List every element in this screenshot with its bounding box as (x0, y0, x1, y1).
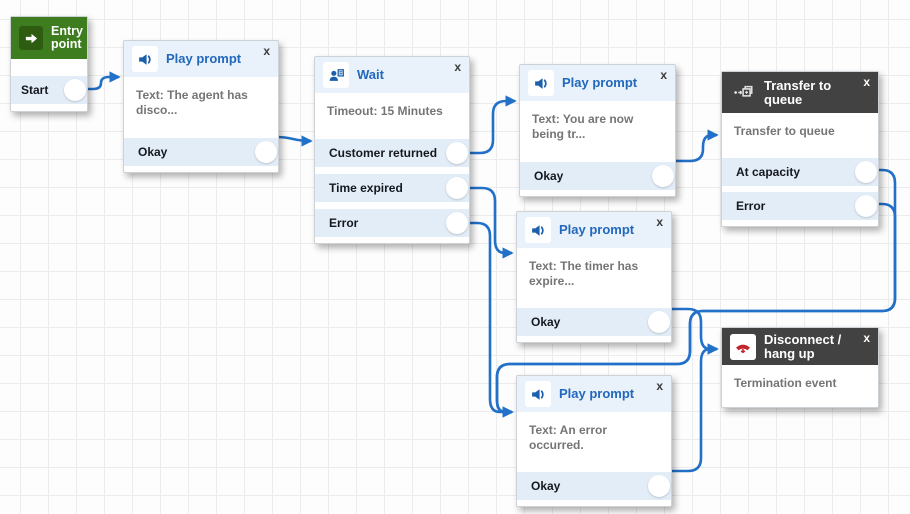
node-wait[interactable]: Wait x Timeout: 15 Minutes Customer retu… (314, 56, 470, 244)
output-label: Start (21, 83, 49, 98)
output-row-error[interactable]: Error (722, 192, 878, 221)
output-port-customer-returned[interactable] (446, 142, 468, 164)
close-icon[interactable]: x (454, 60, 461, 74)
node-header[interactable]: Wait x (315, 57, 469, 93)
node-play-prompt-error[interactable]: Play prompt x Text: An error occurred. O… (516, 375, 672, 507)
output-label: Customer returned (329, 146, 438, 160)
play-prompt-icon (132, 46, 158, 72)
disconnect-icon (730, 333, 756, 360)
node-description: Termination event (734, 376, 837, 391)
output-label: Okay (531, 315, 561, 329)
node-title: Wait (357, 67, 384, 83)
output-row-start[interactable]: Start (11, 76, 87, 105)
transfer-to-queue-icon (730, 80, 756, 106)
node-header[interactable]: Disconnect / hang up x (722, 328, 878, 366)
close-icon[interactable]: x (656, 215, 663, 229)
node-play-prompt-transfer[interactable]: Play prompt x Text: You are now being tr… (519, 64, 676, 197)
output-port-okay[interactable] (652, 165, 674, 187)
output-label: Error (736, 199, 766, 214)
node-title: Play prompt (559, 222, 635, 238)
node-header[interactable]: Play prompt x (517, 376, 671, 412)
play-prompt-icon (525, 381, 551, 407)
connection-prompt-timer-okay-to-disconnect (670, 307, 719, 355)
node-title: Transfer to queue (764, 78, 832, 107)
output-row-okay[interactable]: Okay (517, 308, 671, 336)
connection-prompt-error-okay-to-disconnect (670, 343, 719, 473)
output-label: Okay (138, 145, 168, 159)
output-label: Okay (534, 169, 564, 183)
output-port-error[interactable] (446, 212, 468, 234)
close-icon[interactable]: x (263, 44, 270, 58)
entry-point-icon (19, 26, 43, 51)
node-header[interactable]: Play prompt x (520, 65, 675, 101)
play-prompt-icon (525, 217, 551, 243)
output-row-okay[interactable]: Okay (520, 162, 675, 190)
connection-wait-time-expired-to-prompt-timer (466, 186, 514, 259)
output-row-at-capacity[interactable]: At capacity (722, 158, 878, 187)
output-port-at-capacity[interactable] (855, 161, 877, 184)
play-prompt-icon (528, 70, 554, 96)
node-description: Text: You are now being tr... (532, 112, 634, 141)
node-transfer-to-queue[interactable]: Transfer to queue x Transfer to queue At… (721, 71, 879, 228)
node-disconnect[interactable]: Disconnect / hang up x Termination event (721, 327, 879, 408)
output-port-okay[interactable] (255, 141, 277, 163)
output-row-error[interactable]: Error (315, 209, 469, 237)
node-title: Play prompt (562, 75, 638, 91)
output-port-okay[interactable] (648, 475, 670, 497)
node-description: Timeout: 15 Minutes (327, 104, 443, 118)
node-description: Text: The timer has expire... (529, 259, 639, 288)
close-icon[interactable]: x (863, 75, 870, 89)
close-icon[interactable]: x (660, 68, 667, 82)
node-title: Play prompt (559, 386, 635, 402)
output-row-okay[interactable]: Okay (124, 138, 278, 166)
node-entry-point[interactable]: Entry point Start (10, 16, 88, 113)
output-label: Time expired (329, 181, 403, 195)
node-header[interactable]: Transfer to queue x (722, 72, 878, 114)
output-label: Okay (531, 479, 561, 493)
node-description: Transfer to queue (734, 124, 835, 139)
output-port-start[interactable] (64, 79, 86, 102)
node-description: Text: An error occurred. (529, 423, 608, 452)
output-label: Error (329, 216, 359, 230)
output-row-time-expired[interactable]: Time expired (315, 174, 469, 202)
node-description: Text: The agent has disco... (136, 88, 248, 117)
output-row-customer-returned[interactable]: Customer returned (315, 139, 469, 167)
node-title: Disconnect / hang up (764, 332, 842, 361)
close-icon[interactable]: x (863, 331, 870, 345)
node-header[interactable]: Play prompt x (517, 212, 671, 248)
node-title: Play prompt (166, 51, 242, 67)
connection-prompt-transfer-okay-to-transfer-queue (672, 129, 719, 163)
wait-icon (323, 62, 349, 88)
entry-point-header[interactable]: Entry point (11, 17, 87, 60)
output-port-error[interactable] (855, 195, 877, 218)
connection-prompt-disconnected-okay-to-wait (275, 135, 313, 147)
node-title: Entry point (51, 24, 83, 52)
connection-entry-start-to-prompt-disconnected (86, 71, 121, 91)
connection-wait-customer-returned-to-prompt-transfer (466, 95, 517, 155)
node-play-prompt-disconnected[interactable]: Play prompt x Text: The agent has disco.… (123, 40, 279, 173)
output-port-okay[interactable] (648, 311, 670, 333)
close-icon[interactable]: x (656, 379, 663, 393)
node-header[interactable]: Play prompt x (124, 41, 278, 77)
connection-wait-error-to-prompt-error (466, 221, 514, 418)
output-port-time-expired[interactable] (446, 177, 468, 199)
output-row-okay[interactable]: Okay (517, 472, 671, 500)
output-label: At capacity (736, 165, 801, 180)
node-play-prompt-timer[interactable]: Play prompt x Text: The timer has expire… (516, 211, 672, 343)
